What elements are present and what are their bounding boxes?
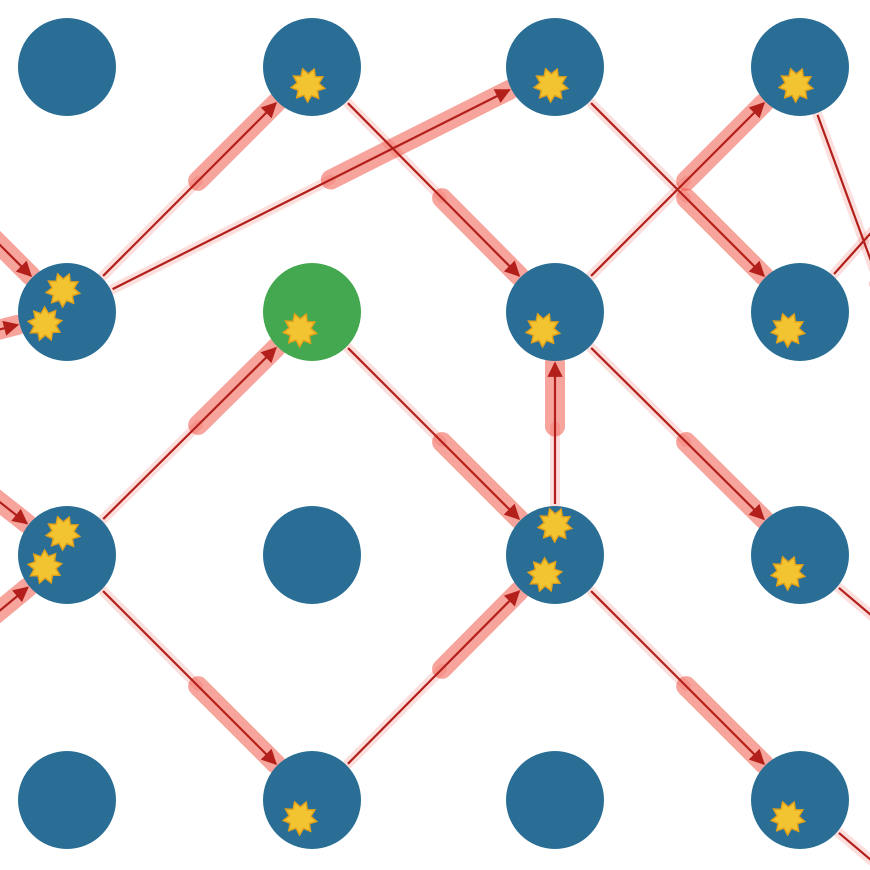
infection-star-icon — [526, 556, 564, 593]
infection-star-icon — [769, 312, 807, 349]
node-r0c2 — [506, 18, 604, 116]
node-circle — [263, 751, 361, 849]
arrow-glow-layer — [0, 79, 870, 866]
transmission-arrow — [347, 590, 521, 765]
node-r3c1 — [263, 751, 361, 849]
node-circle — [506, 263, 604, 361]
infection-star-icon — [289, 67, 327, 104]
node-r0c0 — [18, 18, 116, 116]
highlighted-node-circle — [263, 263, 361, 361]
node-circle — [751, 506, 849, 604]
node-circle — [506, 18, 604, 116]
node-r0c1 — [263, 18, 361, 116]
infection-star-icon — [532, 67, 570, 104]
node-r3c0 — [18, 751, 116, 849]
transmission-arrow — [0, 500, 29, 525]
node-r2c3 — [751, 506, 849, 604]
transmission-arrow — [816, 114, 870, 262]
transmission-arrow — [0, 586, 29, 612]
node-r1c0 — [18, 263, 116, 361]
node-circle — [263, 506, 361, 604]
transmission-arrow — [112, 88, 511, 291]
node-r2c0 — [18, 506, 116, 604]
node-r1c3 — [751, 263, 849, 361]
node-r1c1 — [263, 263, 361, 361]
transmission-arrow — [347, 347, 521, 521]
node-layer — [18, 18, 849, 849]
transmission-arrow — [0, 243, 33, 278]
node-circle — [18, 18, 116, 116]
arrow-glow — [833, 827, 870, 866]
node-r3c3 — [751, 751, 849, 849]
transmission-arrow — [590, 590, 766, 766]
transmission-arrow — [838, 832, 870, 861]
arrow-layer — [0, 88, 870, 861]
transmission-arrow — [590, 102, 766, 278]
infection-star-icon — [281, 800, 319, 837]
node-circle — [263, 18, 361, 116]
infection-star-icon — [44, 515, 82, 552]
node-circle — [751, 263, 849, 361]
node-r2c2 — [506, 506, 604, 604]
arrow-glow — [0, 489, 37, 534]
infection-star-icon — [281, 312, 319, 349]
infection-star-icon — [769, 800, 807, 837]
node-circle — [18, 751, 116, 849]
node-circle — [506, 751, 604, 849]
transmission-arrow — [102, 590, 278, 766]
node-r0c3 — [751, 18, 849, 116]
transmission-arrow — [0, 320, 20, 336]
node-circle — [506, 506, 604, 604]
infection-star-icon — [26, 548, 64, 585]
node-r1c2 — [506, 263, 604, 361]
arrow-glow — [0, 577, 38, 624]
transmission-arrow — [102, 101, 278, 277]
infection-star-icon — [536, 507, 574, 544]
transmission-arrow — [102, 346, 277, 520]
transmission-arrow — [590, 347, 765, 521]
node-r2c1 — [263, 506, 361, 604]
transmission-arrow — [833, 232, 870, 275]
infection-star-icon — [777, 67, 815, 104]
node-circle — [751, 18, 849, 116]
transmission-arrow — [347, 102, 521, 277]
transmission-arrow — [838, 587, 870, 616]
infection-star-icon — [524, 312, 562, 349]
infection-star-icon — [769, 555, 807, 592]
infection-star-icon — [44, 272, 82, 309]
node-circle — [751, 751, 849, 849]
infection-star-icon — [26, 305, 64, 342]
node-r3c2 — [506, 751, 604, 849]
